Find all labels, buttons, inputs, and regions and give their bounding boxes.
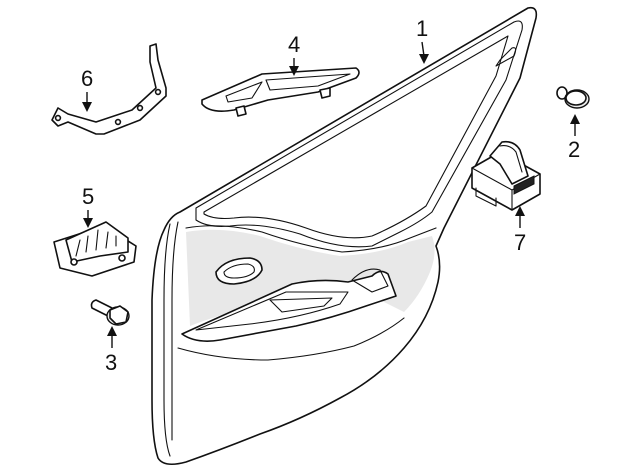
door-handle-inner (223, 263, 255, 279)
door-panel-outline (151, 6, 538, 466)
callout-arrow-5 (83, 218, 93, 228)
door-trim-panel (151, 6, 538, 466)
door-panel-left-edge-inner (171, 221, 179, 441)
callout-number-2: 2 (568, 137, 580, 162)
bolt-head (109, 305, 129, 325)
retainer-bracket (53, 221, 137, 277)
support-hole-1 (54, 114, 62, 122)
callout-arrow-4 (289, 66, 299, 76)
armrest-pocket (195, 291, 349, 331)
retainer-ribs (75, 229, 117, 257)
callout-3: 3 (105, 326, 117, 375)
callout-arrow-6 (82, 102, 92, 112)
switch-rocker (489, 140, 529, 185)
support-hole-4 (154, 88, 162, 96)
switch-connector (475, 187, 497, 207)
handle-bracket-tab-right (319, 87, 331, 99)
push-clip (556, 86, 590, 109)
armrest (181, 270, 397, 342)
callout-7: 7 (514, 206, 526, 255)
callout-2: 2 (568, 114, 580, 162)
retainer-hole-right (118, 254, 126, 262)
callout-arrow-1 (419, 54, 429, 64)
door-panel-mid-shade (186, 229, 435, 326)
switch-bezel (351, 268, 389, 293)
support-bracket-strap (51, 43, 167, 135)
support-hole-2 (114, 118, 122, 126)
support-hole-3 (136, 104, 144, 112)
callout-6: 6 (81, 66, 93, 112)
callout-leader-1 (421, 41, 425, 57)
callout-number-4: 4 (288, 32, 300, 57)
handle-bracket-slot (225, 81, 263, 103)
handle-bracket-tab-left (235, 105, 247, 117)
door-panel-upper-inner (203, 35, 509, 239)
screw-bolt (90, 299, 130, 326)
callout-number-6: 6 (81, 66, 93, 91)
switch-rocker-face (499, 145, 523, 173)
callout-number-1: 1 (416, 16, 428, 41)
window-switch (471, 140, 541, 211)
switch-slot (513, 175, 535, 195)
armrest-pocket-inner (269, 297, 333, 313)
callout-number-7: 7 (514, 230, 526, 255)
window-edge-detail (495, 47, 517, 67)
callout-5: 5 (82, 184, 94, 228)
pull-handle-bracket (201, 67, 360, 117)
clip-head-face (565, 90, 587, 106)
callout-arrow-2 (570, 114, 580, 124)
callout-1: 1 (416, 16, 429, 64)
callout-4: 4 (288, 32, 300, 76)
door-panel-lower-line (177, 317, 405, 361)
retainer-hole-left (70, 258, 78, 266)
door-panel-left-edge (163, 223, 171, 457)
callout-number-5: 5 (82, 184, 94, 209)
callout-arrow-7 (515, 206, 525, 216)
callout-arrow-3 (107, 326, 117, 336)
bolt-shank (90, 299, 113, 317)
callout-number-3: 3 (105, 350, 117, 375)
door-panel-mid-line (185, 225, 437, 253)
support-bracket (51, 43, 167, 135)
handle-bracket-edge (265, 73, 351, 91)
